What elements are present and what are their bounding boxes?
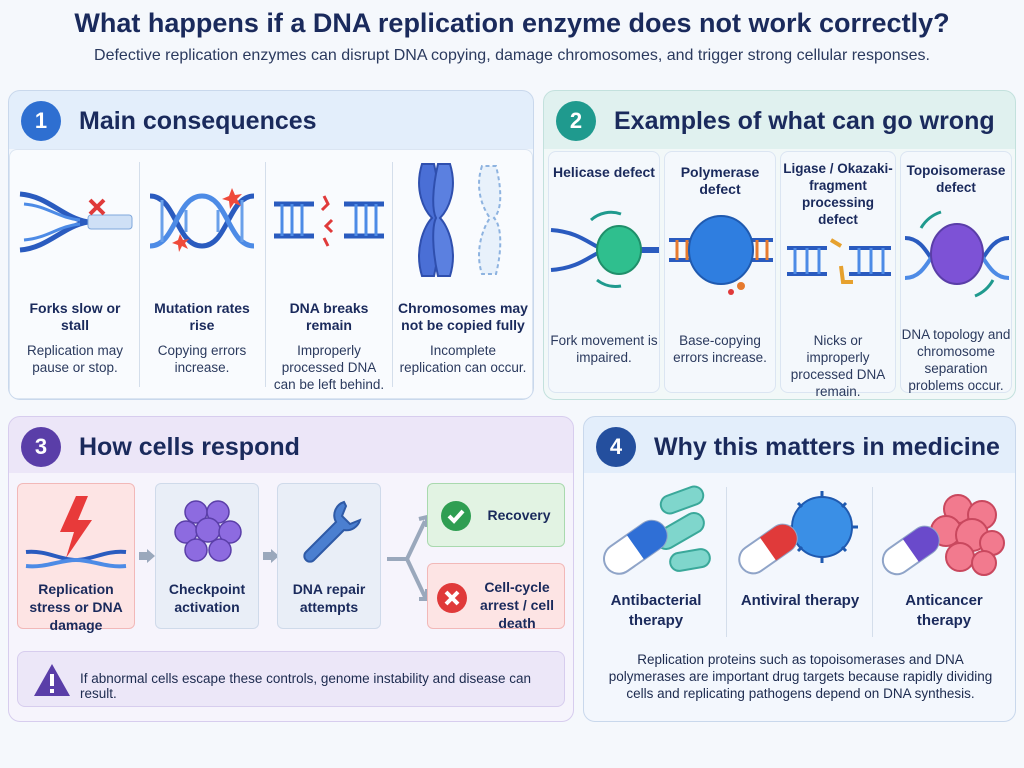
- panel-medicine: 4 Why this matters in medicine Antibacte…: [583, 416, 1016, 722]
- step-dna-repair: DNA repair attempts: [277, 483, 381, 629]
- panel-cell-response: 3 How cells respond Replication stress o…: [8, 416, 574, 722]
- therapy-label: Anticancer therapy: [905, 592, 983, 629]
- consequence-item: Mutation rates rise Copying errors incre…: [143, 300, 261, 376]
- arrow-right-icon: [263, 549, 279, 563]
- example-desc: Fork movement is impaired.: [550, 333, 658, 365]
- example-card: Topoisomerase defect DNA topology and ch…: [900, 151, 1012, 393]
- example-card: Ligase / Okazaki-fragment processing def…: [780, 151, 896, 399]
- consequence-desc: Improperly processed DNA can be left beh…: [273, 343, 385, 392]
- medicine-note: Replication proteins such as topoisomera…: [608, 652, 993, 701]
- panel-header: 3 How cells respond: [21, 427, 300, 467]
- divider: [265, 162, 266, 387]
- warning-icon: [34, 664, 70, 696]
- topoisomerase-icon: [904, 210, 1010, 298]
- consequence-label: Mutation rates rise: [154, 300, 250, 333]
- example-card: Helicase defect Fork movement is impaire…: [548, 151, 660, 393]
- divider: [392, 162, 393, 387]
- section-number-badge: 3: [21, 427, 61, 467]
- example-label: Helicase defect: [553, 164, 655, 180]
- consequence-item: Forks slow or stall Replication may paus…: [16, 300, 134, 376]
- antiviral-pill-icon: [738, 491, 858, 575]
- example-desc: Nicks or improperly processed DNA remain…: [790, 333, 886, 399]
- divider: [872, 487, 873, 637]
- wrench-icon: [303, 500, 362, 563]
- consequence-desc: Copying errors increase.: [157, 343, 247, 375]
- page-title: What happens if a DNA replication enzyme…: [74, 8, 950, 38]
- lightning-dna-icon: [25, 496, 127, 569]
- panel-header: 1 Main consequences: [21, 101, 317, 141]
- chromosome-icon: [418, 163, 502, 277]
- section-number-badge: 2: [556, 101, 596, 141]
- divider: [726, 487, 727, 637]
- consequence-item: Chromosomes may not be copied fully Inco…: [398, 300, 528, 376]
- step-label: DNA repair attempts: [292, 581, 366, 615]
- outcome-label: Cell-cycle arrest / cell death: [480, 579, 554, 631]
- panel-examples: 2 Examples of what can go wrong Helicase…: [543, 90, 1016, 400]
- example-label: Polymerase defect: [680, 164, 760, 197]
- example-desc: DNA topology and chromosome separation p…: [901, 327, 1011, 393]
- panel-title: Main consequences: [79, 106, 317, 135]
- consequence-desc: Replication may pause or stop.: [26, 343, 124, 375]
- warning-box: If abnormal cells escape these controls,…: [17, 651, 565, 707]
- therapy-label: Antiviral therapy: [740, 592, 860, 609]
- panel-main-consequences: 1 Main consequences Forks slow or stall …: [8, 90, 534, 400]
- example-label: Topoisomerase defect: [906, 163, 1006, 195]
- check-icon: [441, 501, 471, 531]
- broken-dna-icon: [274, 195, 384, 247]
- example-card: Polymerase defect Base-copying errors in…: [664, 151, 776, 393]
- anticancer-pill-icon: [881, 494, 1005, 576]
- step-label: Checkpoint activation: [168, 581, 246, 615]
- outcome-cell-death: Cell-cycle arrest / cell death: [427, 563, 565, 631]
- consequences-area: Forks slow or stall Replication may paus…: [9, 149, 533, 399]
- panel-header: 4 Why this matters in medicine: [596, 427, 1000, 467]
- arrow-right-icon: [139, 549, 155, 563]
- consequence-desc: Incomplete replication can occur.: [399, 343, 527, 375]
- divider: [139, 162, 140, 387]
- panel-title: Examples of what can go wrong: [614, 106, 995, 135]
- consequence-label: DNA breaks remain: [289, 300, 369, 333]
- mutated-dna-icon: [149, 188, 255, 252]
- consequence-label: Chromosomes may not be copied fully: [398, 300, 528, 333]
- step-label: Replication stress or DNA damage: [29, 581, 123, 633]
- helicase-icon: [550, 210, 659, 288]
- stalled-fork-icon: [19, 191, 133, 253]
- outcome-label: Recovery: [487, 507, 551, 523]
- consequence-item: DNA breaks remain Improperly processed D…: [270, 300, 388, 393]
- outcome-recovery: Recovery: [427, 483, 565, 547]
- panel-title: Why this matters in medicine: [654, 432, 1000, 461]
- consequence-label: Forks slow or stall: [29, 300, 121, 333]
- step-replication-stress: Replication stress or DNA damage: [17, 483, 135, 633]
- page-subtitle: Defective replication enzymes can disrup…: [94, 47, 930, 64]
- warning-text: If abnormal cells escape these controls,…: [80, 671, 532, 701]
- branch-arrows-icon: [387, 514, 429, 601]
- example-desc: Base-copying errors increase.: [673, 333, 767, 365]
- polymerase-icon: [669, 215, 773, 295]
- ligase-icon: [787, 238, 891, 284]
- error-x-icon: [437, 583, 467, 613]
- section-number-badge: 4: [596, 427, 636, 467]
- example-label: Ligase / Okazaki-fragment processing def…: [783, 161, 893, 227]
- section-number-badge: 1: [21, 101, 61, 141]
- panel-title: How cells respond: [79, 432, 300, 461]
- therapy-label: Antibacterial therapy: [610, 592, 702, 629]
- step-checkpoint: Checkpoint activation: [155, 483, 259, 629]
- checkpoint-protein-icon: [174, 500, 242, 562]
- antibacterial-pill-icon: [603, 485, 711, 575]
- panel-header: 2 Examples of what can go wrong: [556, 101, 995, 141]
